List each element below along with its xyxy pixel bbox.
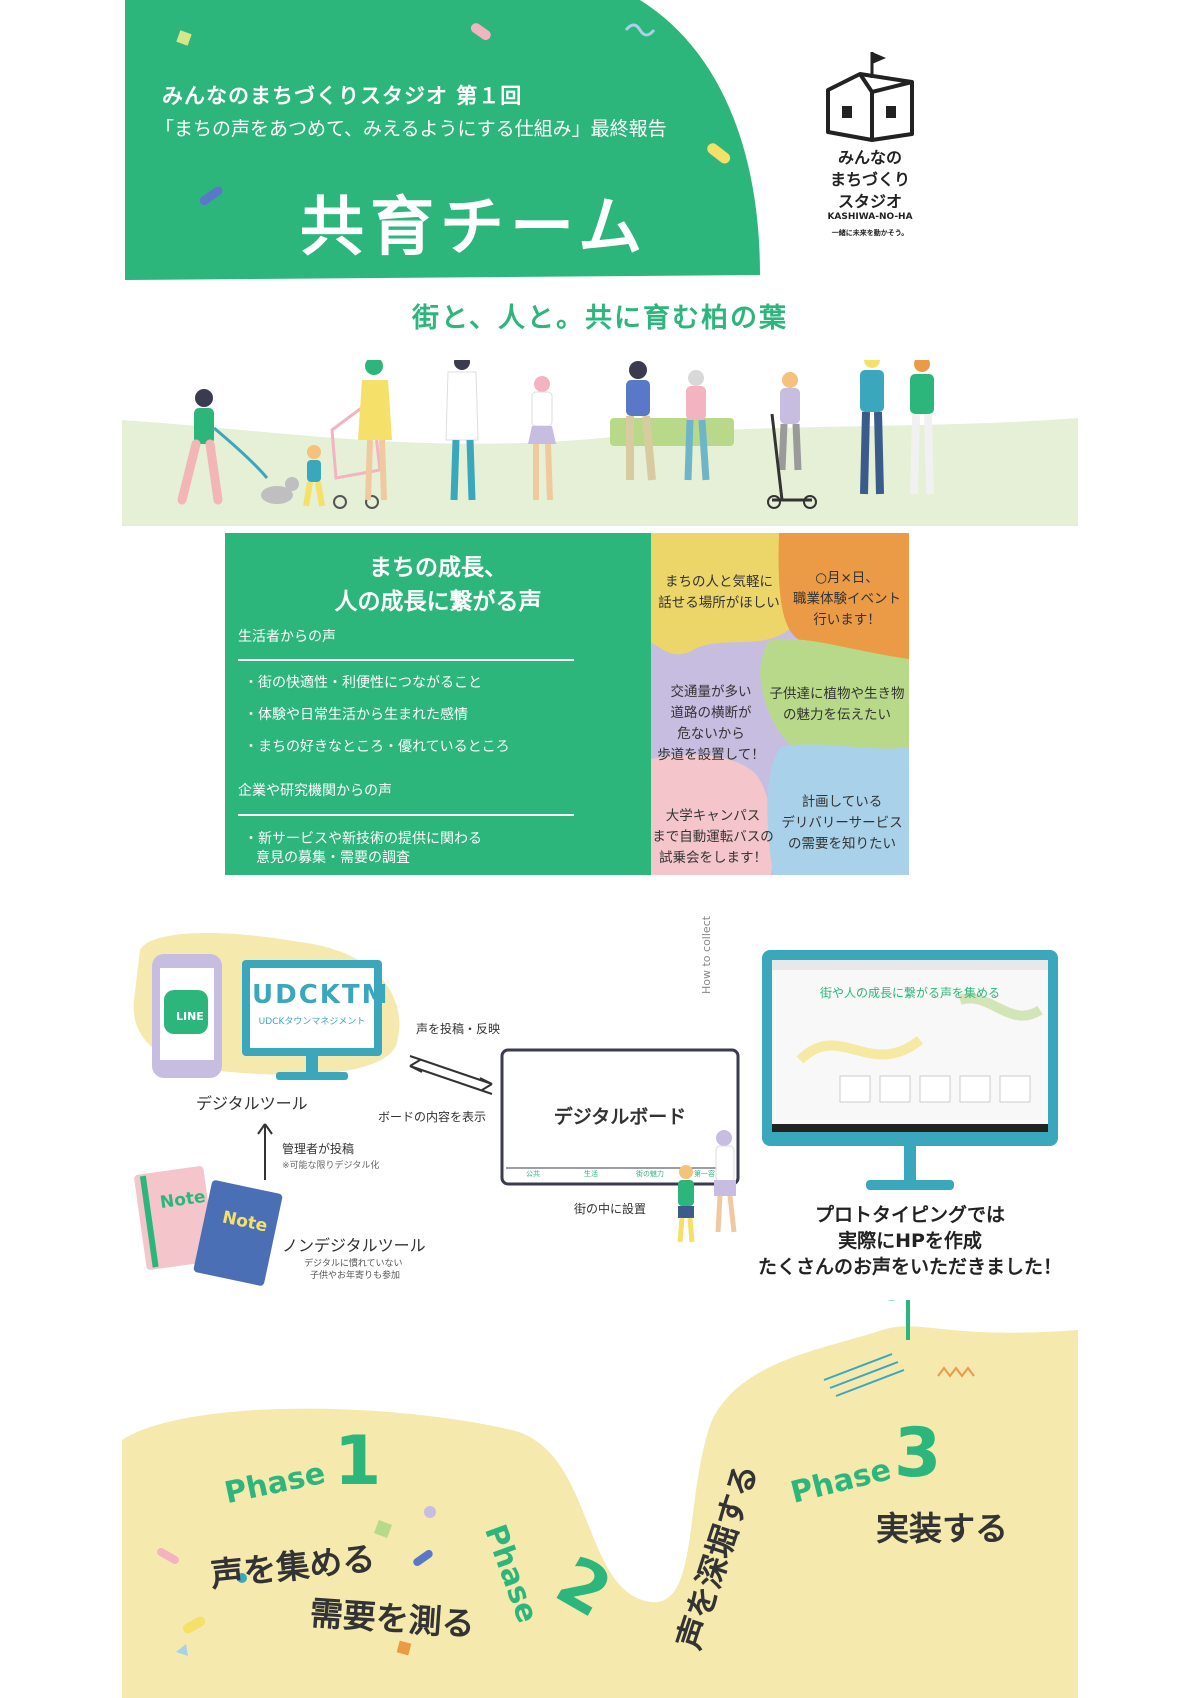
company-item-line2: 意見の募集・需要の調査 bbox=[256, 850, 410, 866]
people-illustration bbox=[122, 360, 1078, 526]
header-subtitle-line1: みんなのまちづくりスタジオ 第１回 bbox=[162, 84, 523, 108]
board-tab: 第一容 bbox=[694, 1170, 715, 1178]
digital-tool-label: デジタルツール bbox=[196, 1094, 308, 1113]
bubble-1-line: まちの人と気軽に bbox=[665, 574, 773, 590]
resident-item-2: ・体験や日常生活から生まれた感情 bbox=[244, 707, 468, 723]
proto-text-1: プロトタイピングでは bbox=[814, 1204, 1005, 1226]
phase-3-text: 実装する bbox=[876, 1509, 1008, 1548]
admin-post-label: 管理者が投稿 bbox=[282, 1142, 355, 1156]
bubble-3: 交通量が多い 道路の横断が 危ないから 歩道を設置して！ bbox=[651, 682, 771, 766]
phase-background bbox=[122, 1300, 1078, 1698]
person-pair-talking bbox=[860, 360, 934, 495]
company-item-line1: ・新サービスや新技術の提供に関わる bbox=[244, 831, 482, 847]
bubble-3-line: 道路の横断が bbox=[670, 705, 752, 721]
tagline: 街と、人と。共に育む柏の葉 bbox=[412, 303, 788, 334]
bubble-6-line: の需要を知りたい bbox=[788, 836, 896, 852]
how-to-collect-label: How to collect bbox=[700, 915, 713, 994]
line-label: LINE bbox=[176, 1010, 204, 1023]
line-app-icon bbox=[164, 990, 208, 1034]
bubble-5-line: 試乗会をします！ bbox=[659, 850, 767, 866]
website-screen-title: 街や人の成長に繋がる声を集める bbox=[819, 986, 1000, 1000]
voice-heading-line2: 人の成長に繋がる声 bbox=[334, 589, 542, 615]
logo-text-1: みんなの bbox=[837, 148, 902, 167]
resident-item-3: ・まちの好きなところ・優れているところ bbox=[244, 739, 510, 755]
bubble-2-line: 行います！ bbox=[813, 612, 881, 628]
set-in-town-label: 街の中に設置 bbox=[574, 1202, 647, 1216]
logo-text-4: KASHIWA-NO-HA bbox=[827, 212, 913, 222]
voice-panel bbox=[225, 533, 651, 875]
person-bench-pair bbox=[610, 361, 734, 481]
person-family bbox=[303, 360, 392, 509]
post-reflect-label: 声を投稿・反映 bbox=[416, 1022, 501, 1036]
bubble-5: 大学キャンパス まで自動運転バスの 試乗会をします！ bbox=[651, 806, 775, 869]
header-green-shape bbox=[125, 0, 760, 280]
bubble-3-line: 歩道を設置して！ bbox=[657, 747, 765, 763]
bubble-6-line: デリバリーサービス bbox=[781, 815, 903, 831]
board-tab: 公共 bbox=[526, 1170, 540, 1178]
divider bbox=[238, 659, 574, 661]
bubble-4-line: 子供達に植物や生き物 bbox=[769, 686, 905, 702]
voice-bubbles-collage bbox=[651, 533, 909, 875]
person-dog-walker bbox=[177, 389, 299, 505]
house-flag-icon bbox=[826, 52, 914, 142]
udcktm-title: UDCKTM bbox=[252, 980, 390, 1010]
studio-logo: みんなの まちづくり スタジオ KASHIWA-NO-HA 一緒に未来を動かそう… bbox=[820, 48, 920, 258]
phase-1-number: 1 bbox=[334, 1422, 382, 1501]
board-tab: 街の魅力 bbox=[636, 1170, 664, 1178]
board-display-label: ボードの内容を表示 bbox=[378, 1110, 487, 1124]
logo-text-3: スタジオ bbox=[837, 192, 902, 211]
bubble-4-line: の魅力を伝えたい bbox=[783, 707, 891, 723]
digital-board-title: デジタルボード bbox=[553, 1106, 687, 1128]
team-title: 共育チーム bbox=[300, 191, 649, 265]
notebook-icon bbox=[193, 1180, 283, 1286]
proto-text-2: 実際にHPを作成 bbox=[838, 1230, 982, 1252]
non-digital-note-2: 子供やお年寄りも参加 bbox=[310, 1271, 401, 1281]
divider bbox=[238, 814, 574, 816]
resident-item-1: ・街の快適性・利便性につながること bbox=[244, 675, 482, 691]
digital-board-icon bbox=[500, 1048, 740, 1186]
phase-3-number: 3 bbox=[894, 1414, 942, 1493]
flow-diagram-graphics bbox=[133, 932, 1058, 1286]
bubble-2-line: ○月×日、 bbox=[815, 570, 879, 586]
resident-voice-label: 生活者からの声 bbox=[238, 629, 336, 645]
bubble-3-line: 危ないから bbox=[677, 726, 745, 742]
bubble-6: 計画している デリバリーサービス の需要を知りたい bbox=[775, 792, 909, 855]
bubble-4: 子供達に植物や生き物 の魅力を伝えたい bbox=[763, 684, 911, 726]
bubble-3-line: 交通量が多い bbox=[670, 684, 752, 700]
bubble-1: まちの人と気軽に 話せる場所がほしい bbox=[651, 572, 787, 614]
non-digital-note-1: デジタルに慣れていない bbox=[304, 1259, 403, 1269]
company-voice-label: 企業や研究機関からの声 bbox=[238, 783, 392, 799]
udcktm-subtitle: UDCKタウンマネジメント bbox=[258, 1017, 366, 1027]
bubble-2: ○月×日、 職業体験イベント 行います！ bbox=[785, 568, 909, 631]
bubble-5-line: まで自動運転バスの bbox=[652, 829, 774, 845]
bubble-6-line: 計画している bbox=[801, 794, 883, 810]
person-doctor bbox=[445, 360, 556, 501]
bubble-1-line: 話せる場所がほしい bbox=[658, 595, 780, 611]
voice-heading-line1: まちの成長、 bbox=[369, 555, 507, 581]
board-tab: 生活 bbox=[584, 1170, 598, 1178]
bubble-5-line: 大学キャンパス bbox=[665, 808, 761, 824]
person-scooter bbox=[767, 372, 817, 509]
proto-text-3: たくさんのお声をいただきました！ bbox=[757, 1256, 1062, 1278]
non-digital-tool-label: ノンデジタルツール bbox=[282, 1236, 426, 1255]
admin-note: ※可能な限りデジタル化 bbox=[282, 1161, 380, 1171]
logo-text-2: まちづくり bbox=[829, 170, 910, 189]
header-subtitle-line2: 「まちの声をあつめて、みえるようにする仕組み」最終報告 bbox=[155, 118, 667, 140]
logo-text-5: 一緒に未来を動かそう。 bbox=[831, 229, 909, 237]
bubble-2-line: 職業体験イベント bbox=[793, 591, 901, 607]
